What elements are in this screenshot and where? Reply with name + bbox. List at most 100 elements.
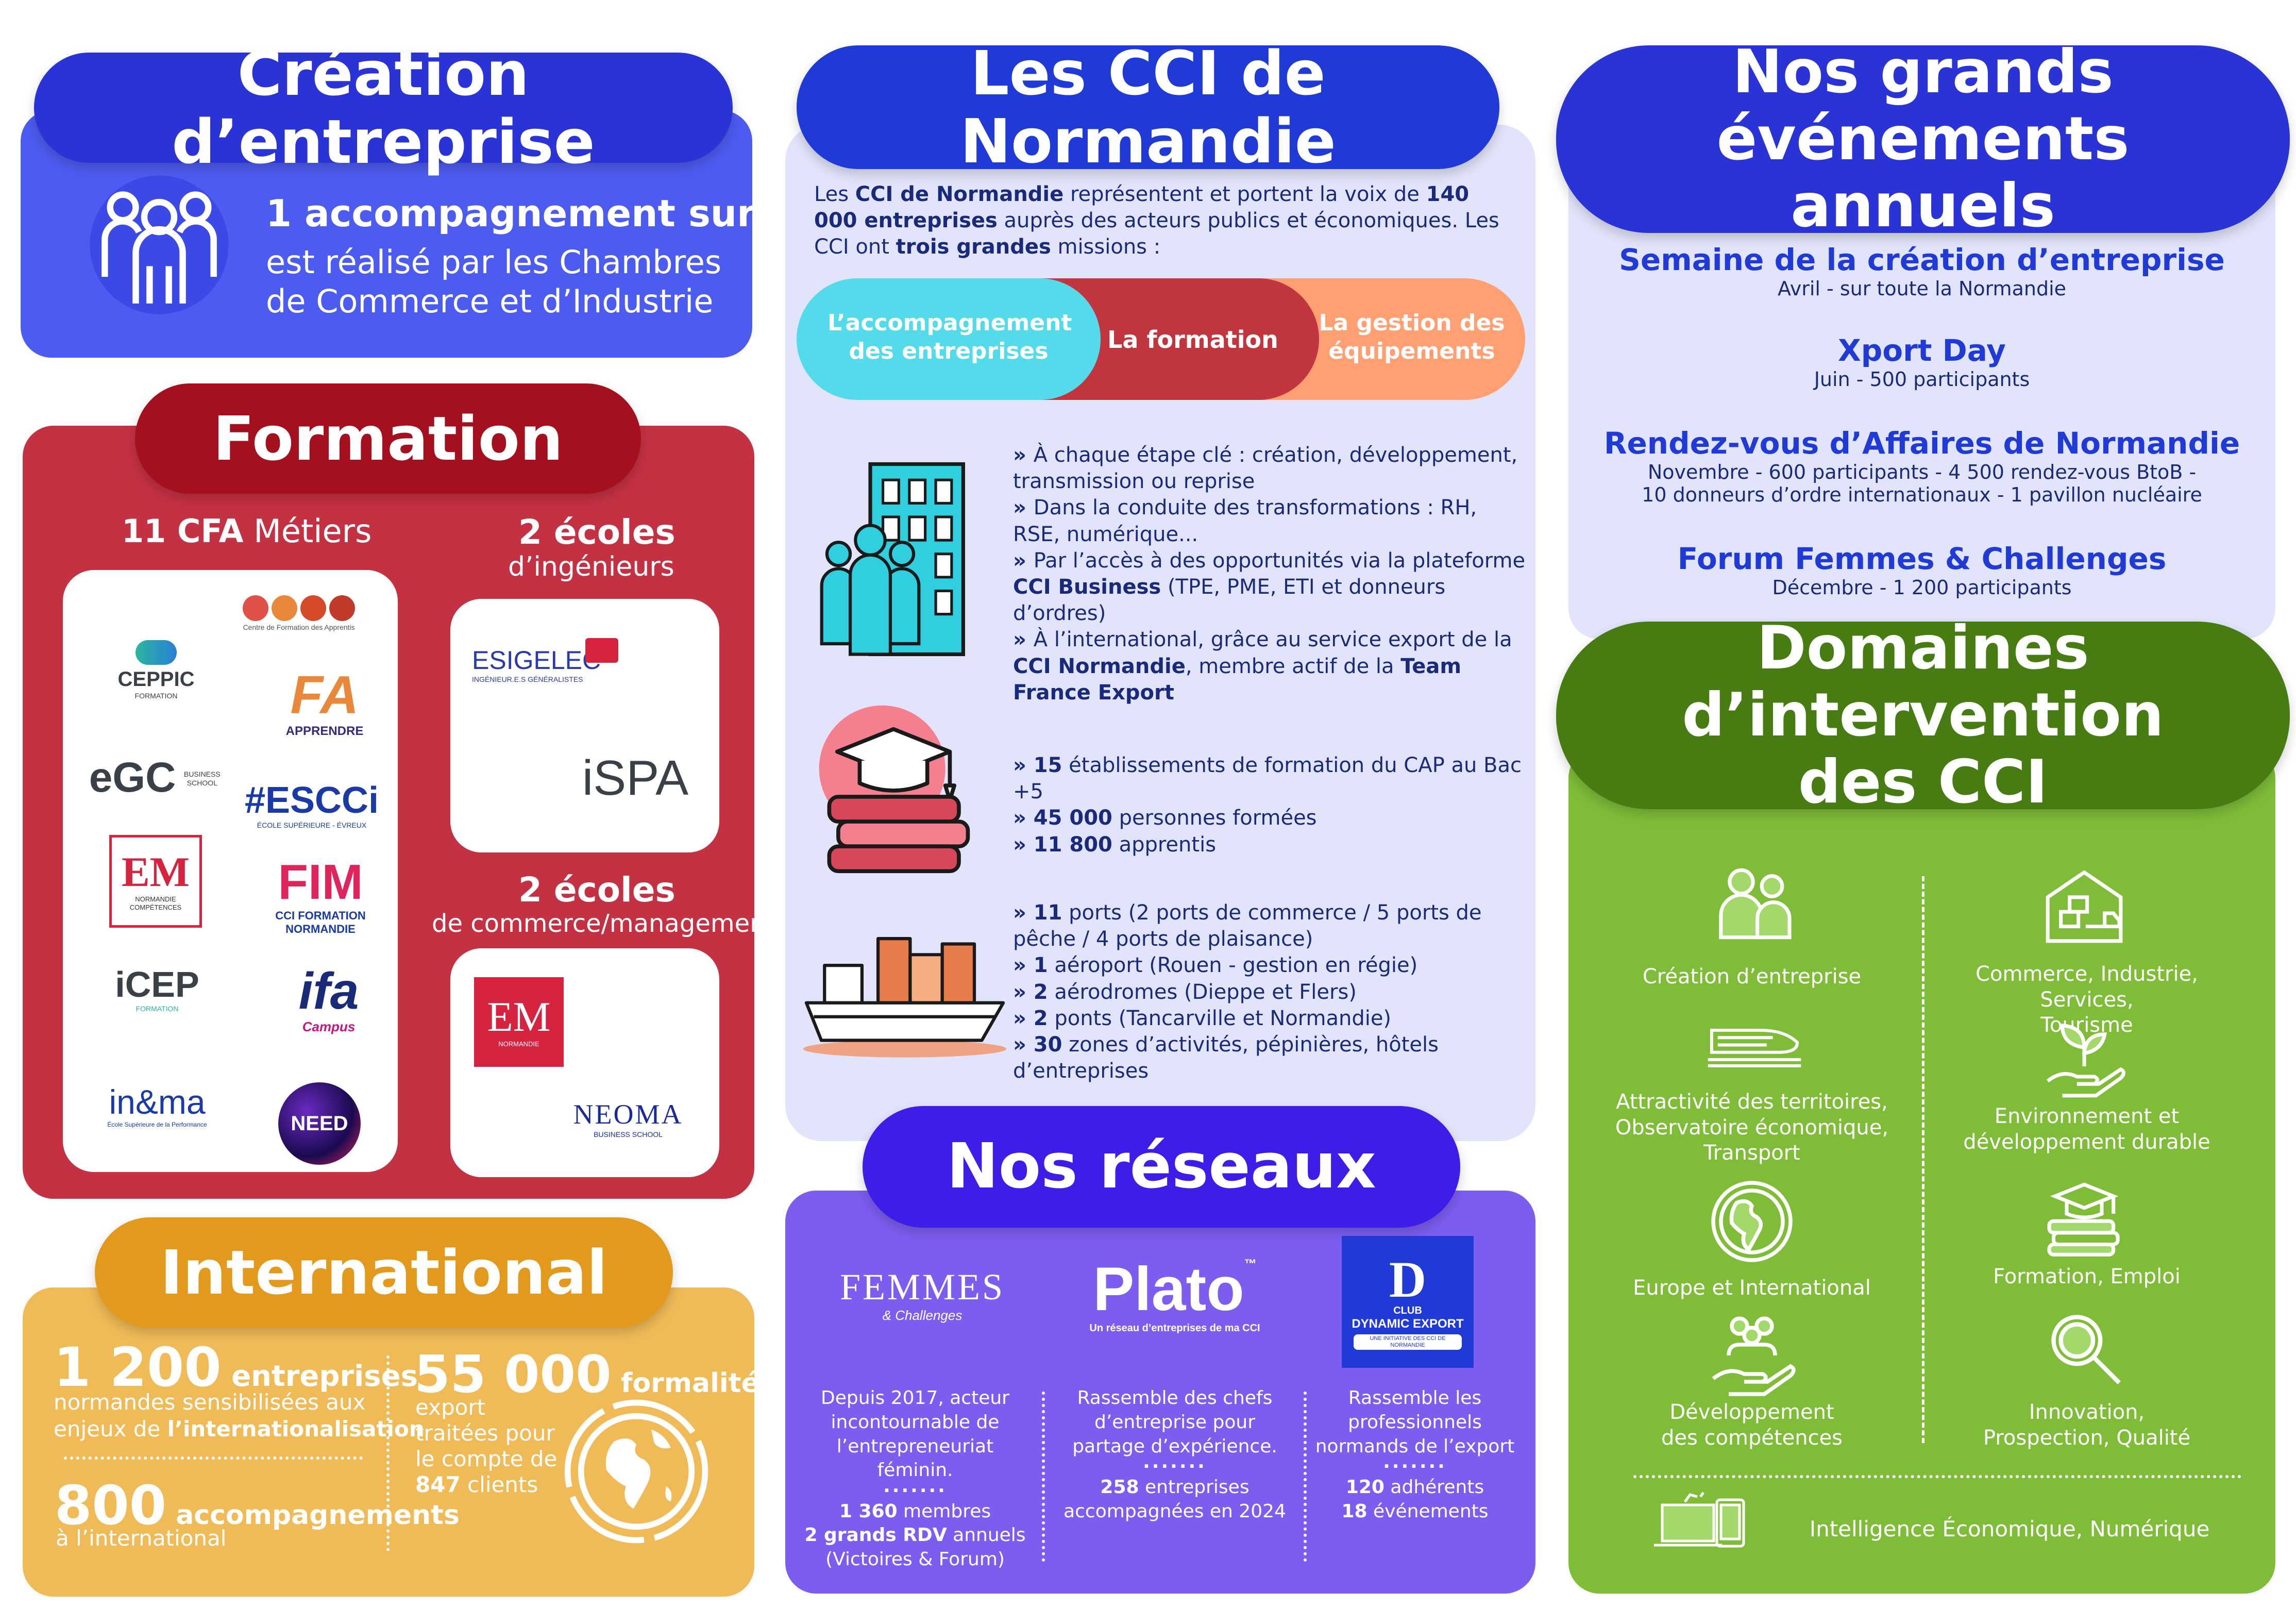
ifa-campus-logo: ifa Campus: [298, 962, 359, 1035]
domaine-creation: Création d’entreprise: [1642, 965, 1862, 989]
creation-headline: 1 accompagnement sur 2: [266, 192, 794, 235]
globe-icon: [564, 1399, 708, 1544]
international-divider-h: [64, 1456, 363, 1460]
reseaux-divider-2: [1304, 1392, 1307, 1562]
stat-accompagnements-unit: accompagnements: [166, 1500, 460, 1531]
com-count: 2 écoles: [518, 870, 676, 910]
stat-accompagnements: 800 accompagnements: [55, 1474, 460, 1537]
globe-line-icon: [1711, 1181, 1793, 1262]
event-rdv-affaires-name: Rendez-vous d’Affaires de Normandie: [1603, 426, 2240, 461]
esigelec-logo: ESIGELEC INGÉNIEUR.E.S GÉNÉRALISTES: [472, 645, 601, 683]
club-dynamic-export-logo: D CLUB DYNAMIC EXPORT UNE INITIATIVE DES…: [1342, 1236, 1474, 1368]
international-title: International: [95, 1217, 673, 1328]
stat-accompagnements-number: 800: [55, 1474, 167, 1537]
cfa-label: Métiers: [243, 512, 372, 550]
ifa-logo: Centre de Formation des Apprentis: [227, 588, 371, 639]
neoma-logo: NEOMA BUSINESS SCHOOL: [573, 1098, 683, 1139]
cci-block1-item: » À l’international, grâce au service ex…: [1013, 628, 1512, 705]
inma-logo: in&ma École Supérieure de la Performance: [107, 1082, 207, 1128]
domaine-commerce: Commerce, Industrie, Services,Tourisme: [1976, 962, 2198, 1037]
event-xport-day-name: Xport Day: [1838, 333, 2006, 368]
cargo-ship-icon: [803, 937, 1007, 1058]
cci-block3: » 11 ports (2 ports de commerce / 5 port…: [1013, 900, 1528, 1084]
ing-logos-panel: [450, 599, 719, 852]
ing-count: 2 écoles: [518, 512, 676, 552]
books-graduation-icon: [819, 705, 970, 874]
reseaux-divider-1: [1042, 1392, 1045, 1562]
magnifier-icon: [2051, 1315, 2121, 1385]
devices-icon: [1654, 1492, 1745, 1548]
stat-formalites: 55 000 formalités: [414, 1344, 775, 1404]
cci-block1-item: » À chaque étape clé : création, dévelop…: [1013, 443, 1518, 494]
cci-block1-item: » Par l’accès à des opportunités via la …: [1013, 548, 1526, 626]
stat-entreprises-l1: normandes sensibilisées aux: [54, 1389, 366, 1415]
stat-formalites-l4: 847 clients: [415, 1472, 538, 1497]
people-group-icon: [90, 175, 229, 314]
com-label: de commerce/management: [432, 909, 775, 938]
reseaux-title: Nos réseaux: [863, 1106, 1460, 1228]
cci-block2-item: » 11 800 apprentis: [1013, 832, 1217, 857]
domaine-formation: Formation, Emploi: [1993, 1265, 2181, 1288]
domaines-divider-v: [1922, 876, 1924, 1443]
stat-entreprises-number: 1 200: [54, 1336, 222, 1399]
books-icon: [2047, 1182, 2120, 1257]
train-icon: [1708, 1029, 1801, 1067]
need-logo: NEED: [278, 1082, 361, 1165]
event-semaine-detail: Avril - sur toute la Normandie: [1777, 277, 2067, 300]
em-normandie-logo: EM NORMANDIE: [474, 977, 564, 1067]
em-competences-logo: EM NORMANDIE COMPÉTENCES: [109, 835, 202, 928]
cci-block1: » À chaque étape clé : création, dévelop…: [1013, 442, 1528, 706]
event-forum-femmes: Forum Femmes & Challenges Décembre - 1 2…: [1572, 541, 2272, 599]
event-forum-femmes-name: Forum Femmes & Challenges: [1677, 541, 2167, 576]
stat-formalites-unit: formalités: [611, 1368, 775, 1399]
stat-formalites-l1: export: [415, 1395, 486, 1420]
event-semaine: Semaine de la création d’entreprise Avri…: [1572, 242, 2272, 300]
fim-logo: FIM CCI FORMATION NORMANDIE: [275, 854, 366, 935]
cci-block2-item: » 45 000 personnes formées: [1013, 806, 1317, 830]
domaine-europe: Europe et International: [1633, 1276, 1871, 1300]
icep-logo: iCEP FORMATION: [115, 964, 199, 1013]
cci-block3-item: » 30 zones d’activités, pépinières, hôte…: [1013, 1032, 1439, 1083]
creation-line2: de Commerce et d’Industrie: [266, 282, 714, 320]
cfa-heading: 11 CFA Métiers: [122, 512, 372, 550]
event-rdv-affaires: Rendez-vous d’Affaires de Normandie Nove…: [1572, 426, 2272, 506]
cci-block2: » 15 établissements de formation du CAP …: [1013, 752, 1528, 858]
stat-entreprises-l2: enjeux de l’internationalisation: [54, 1416, 425, 1442]
domaines-title: Domaines d’intervention des CCI: [1556, 615, 2290, 815]
building-people-icon: [820, 462, 965, 657]
cfa-logos-panel: [63, 570, 398, 1172]
event-xport-day-detail: Juin - 500 participants: [1814, 368, 2030, 391]
fa-logo: FA APPRENDRE: [285, 665, 364, 738]
mission-accompagnement[interactable]: [797, 278, 1101, 400]
event-rdv-affaires-detail: Novembre - 600 participants - 4 500 rend…: [1647, 461, 2197, 483]
creation-line1: est réalisé par les Chambres: [266, 243, 722, 281]
event-rdv-affaires-detail2: 10 donneurs d’ordre internationaux - 1 p…: [1642, 483, 2202, 506]
events-title: Nos grands événements annuels: [1556, 39, 2290, 239]
ispa-logo: iSPA: [582, 750, 689, 806]
plant-hand-icon: [2046, 1024, 2125, 1098]
event-forum-femmes-detail: Décembre - 1 200 participants: [1772, 576, 2072, 599]
cci-block3-item: » 2 ponts (Tancarville et Normandie): [1013, 1006, 1392, 1030]
event-xport-day: Xport Day Juin - 500 participants: [1572, 333, 2272, 391]
warehouse-icon: [2046, 870, 2123, 943]
cci-intro: Les CCI de Normandie représentent et por…: [814, 182, 1499, 259]
cci-block2-item: » 15 établissements de formation du CAP …: [1013, 754, 1522, 804]
event-semaine-name: Semaine de la création d’entreprise: [1619, 242, 2225, 277]
egc-logo: eGC BUSINESS SCHOOL: [89, 754, 221, 801]
stat-accompagnements-l1: à l’international: [56, 1526, 227, 1551]
mission-formation-label: La formation: [1107, 326, 1278, 354]
stat-formalites-l2: traitées pour: [415, 1420, 555, 1446]
formation-title: Formation: [135, 383, 641, 494]
club-logo-mark: D: [1389, 1250, 1427, 1308]
cci-block3-item: » 2 aérodromes (Dieppe et Flers): [1013, 980, 1357, 1004]
esigelec-mark: [585, 638, 618, 663]
cci-title: Les CCI de Normandie: [797, 39, 1499, 175]
cci-block3-item: » 1 aéroport (Rouen - gestion en régie): [1013, 953, 1418, 978]
cfa-count: 11 CFA: [122, 512, 244, 550]
domaine-attractivite: Attractivité des territoires,Observatoir…: [1615, 1090, 1889, 1165]
mission-gestion-label: La gestion des équipements: [1319, 310, 1505, 364]
